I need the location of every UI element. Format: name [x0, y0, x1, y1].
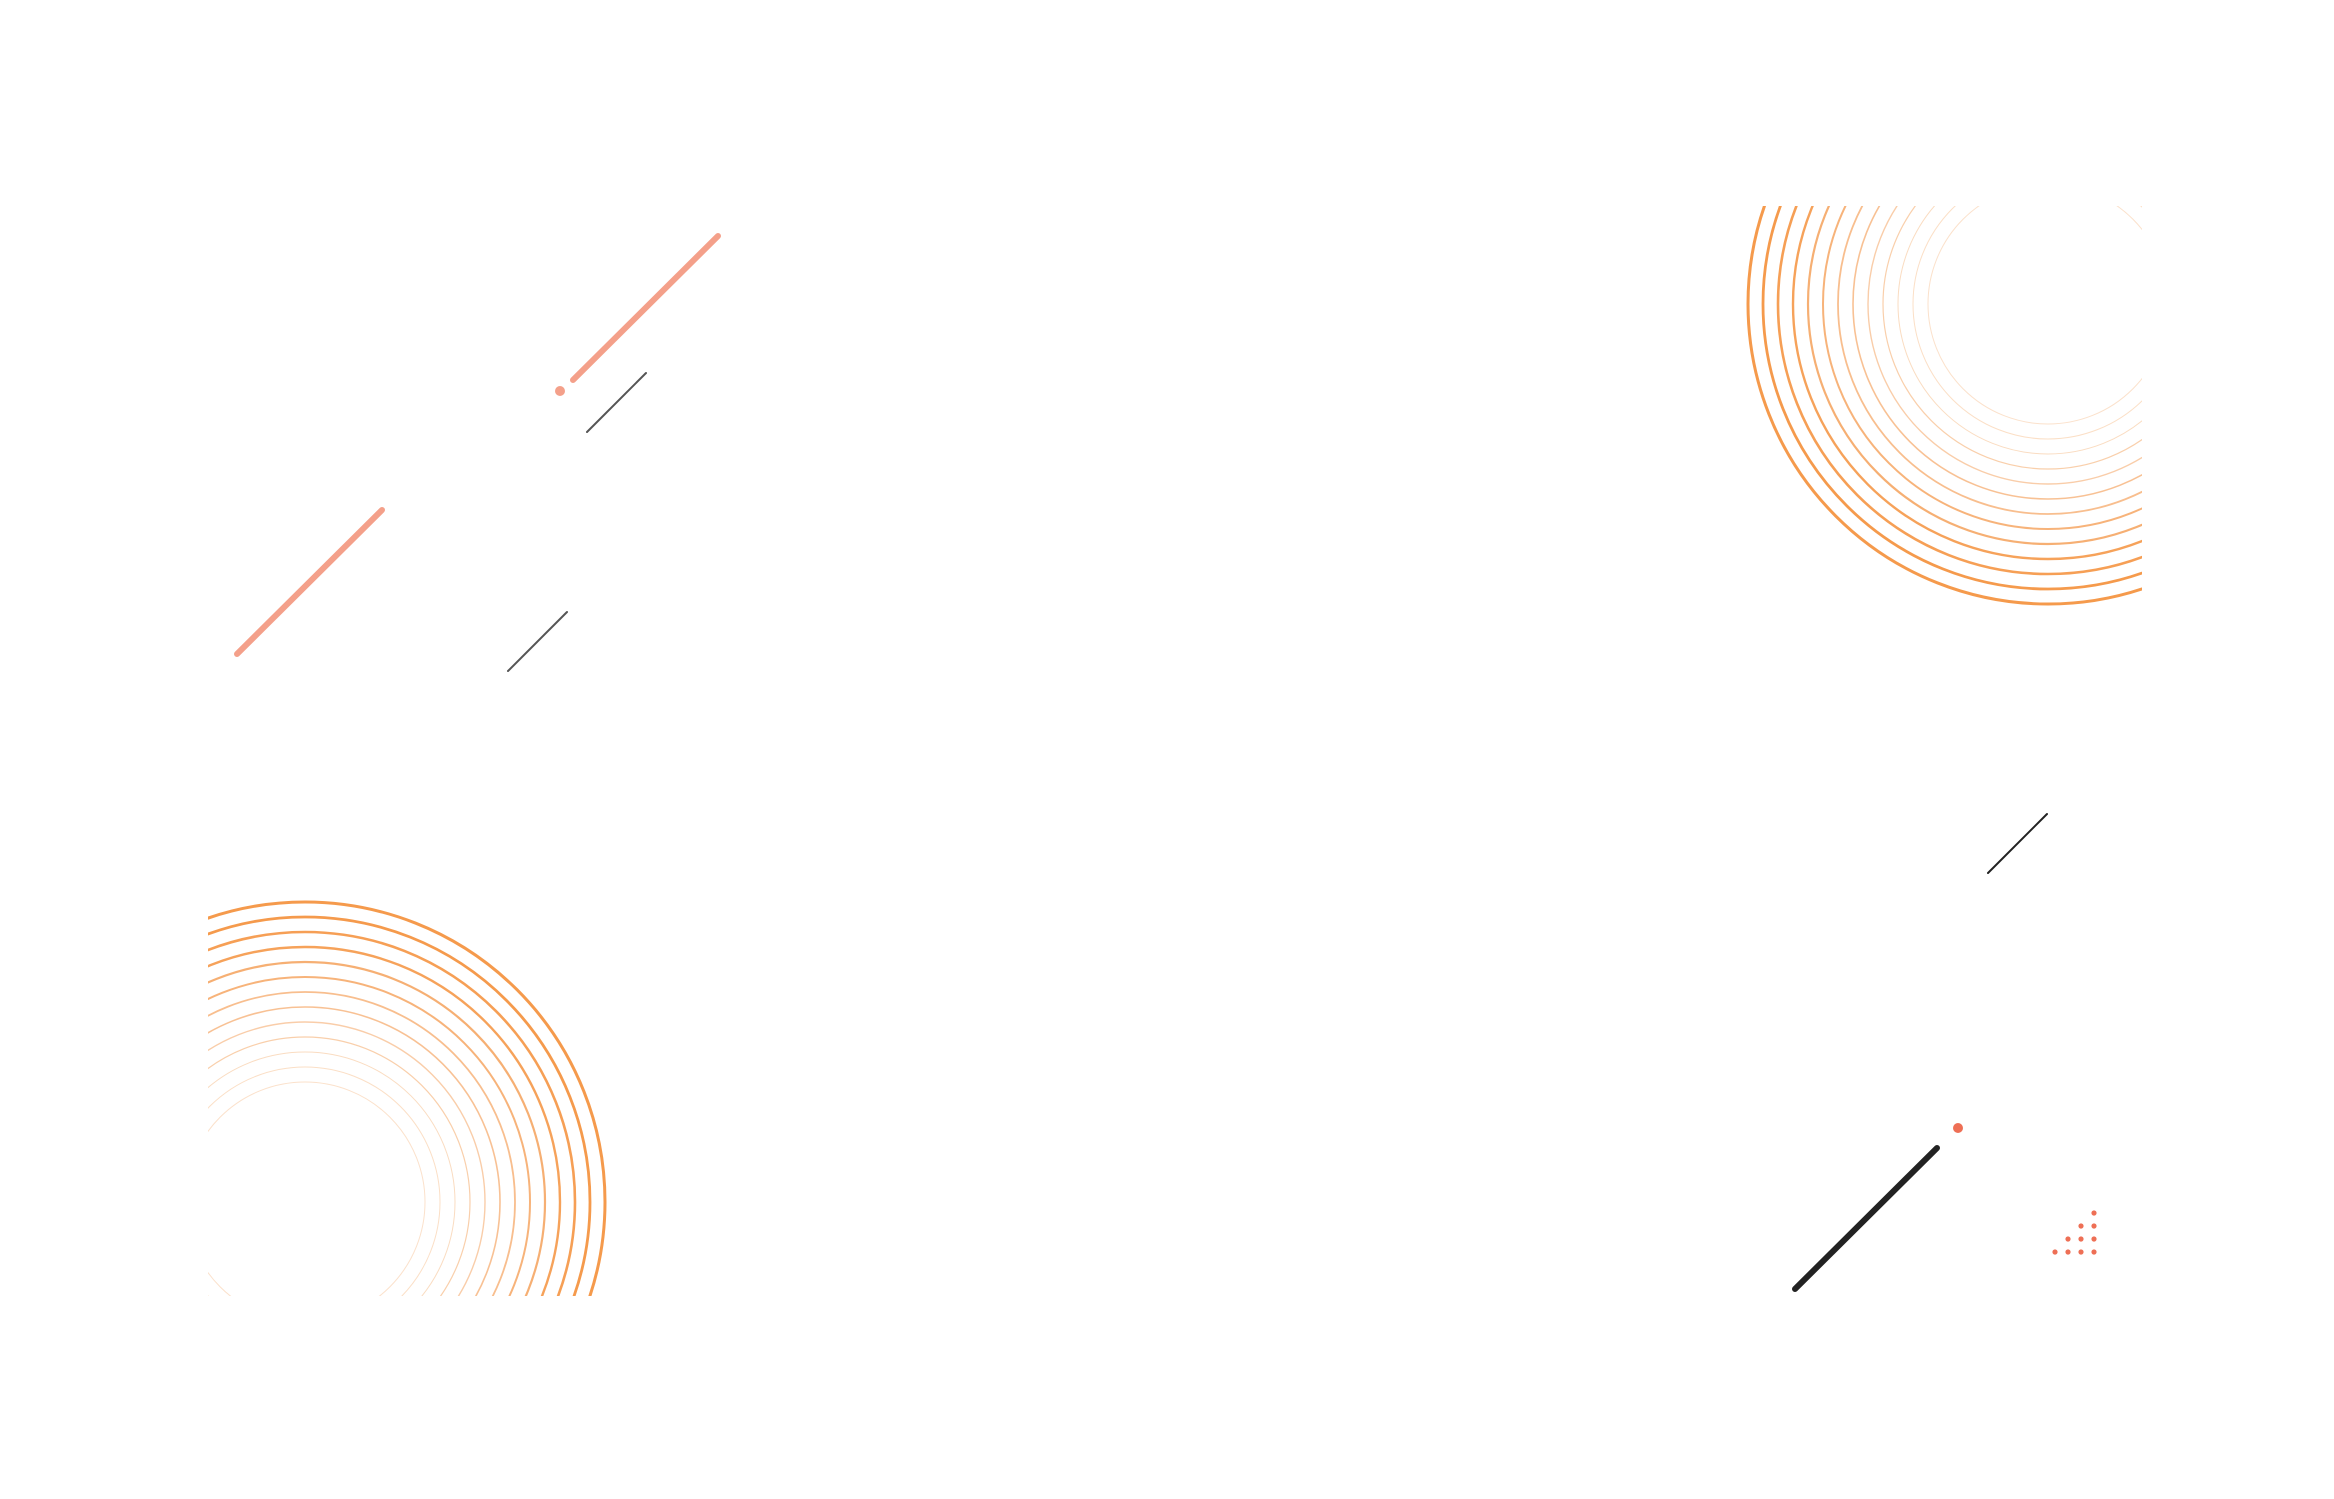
coral-dot — [1953, 1123, 1963, 1133]
salmon-dot — [555, 386, 565, 396]
salmon-diagonal-line-lower — [234, 507, 385, 657]
grey-diagonal-line-lower — [507, 611, 568, 672]
dark-diagonal-line-right — [1987, 813, 2048, 874]
bottom-left-concentric-arcs — [208, 900, 607, 1296]
grey-diagonal-line-short — [586, 372, 647, 433]
dark-diagonal-line-long — [1792, 1145, 1940, 1292]
top-left-diagonal-lines — [234, 233, 721, 672]
dot-triangle-grid — [2052, 1210, 2097, 1255]
top-right-concentric-arcs — [1746, 206, 2142, 606]
bottom-right-diagonal-group — [1792, 1123, 1963, 1292]
salmon-diagonal-line-long — [570, 233, 721, 383]
